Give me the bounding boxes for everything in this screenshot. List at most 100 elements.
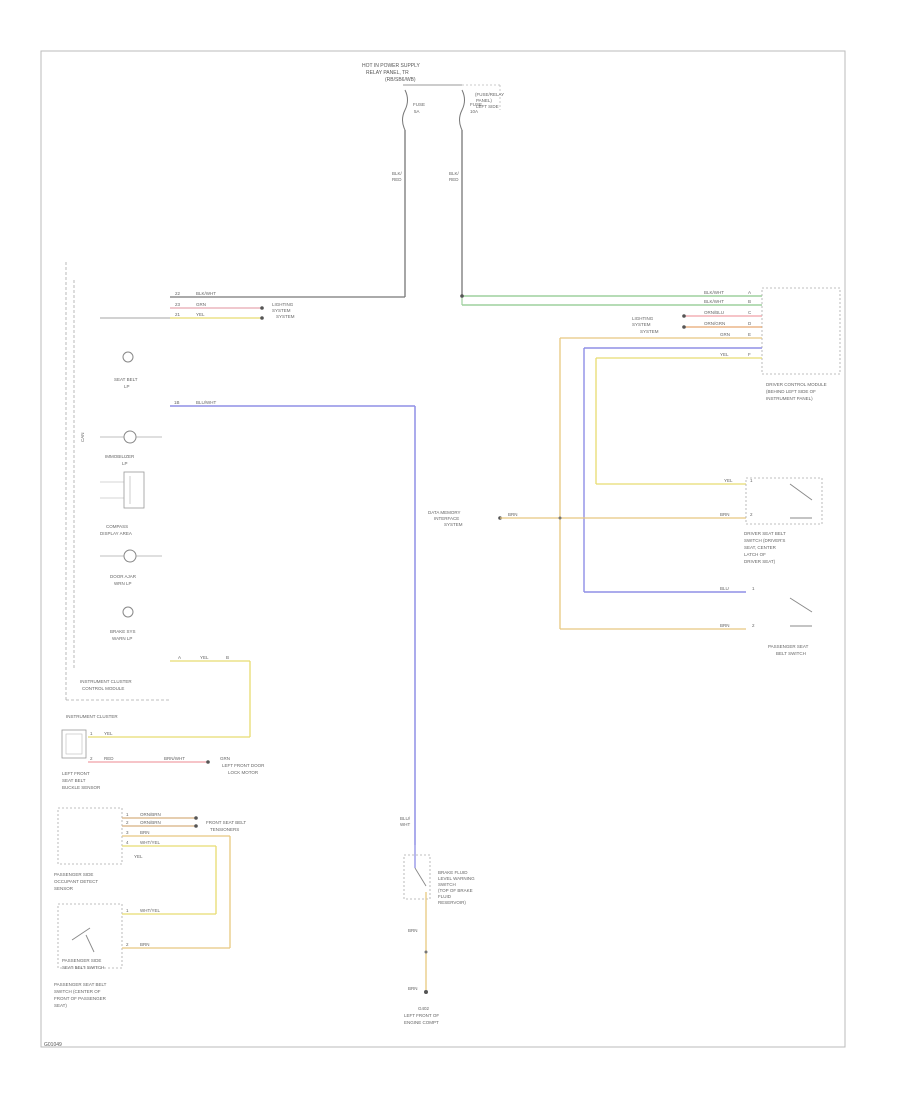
sensor-1-dest-3: LOCK MOTOR [228, 770, 259, 775]
conn-row2-color: GRN [196, 302, 206, 307]
can-tag: CAN [80, 432, 85, 442]
rm-splice [460, 294, 464, 298]
sensor-1-label-2: SEAT BELT [62, 778, 86, 783]
fuse-b-line5: LEFT SIDE [476, 104, 499, 109]
door-ajar-label-2: WRN LP [114, 581, 132, 586]
sensor-2-label-2: OCCUPANT DETECT [54, 879, 98, 884]
sensor-2-color1: ORN/BRN [140, 812, 161, 817]
indicator-door-ajar: DOOR AJAR WRN LP [100, 549, 162, 586]
indicator-display: COMPASS DISPLAY AREA [100, 471, 145, 536]
fuse-a-line2: 5A [414, 109, 420, 114]
module-label-1: INSTRUMENT CLUSTER [80, 679, 132, 684]
conn-row2-pin: 23 [175, 302, 181, 307]
ssw-blade [789, 483, 813, 501]
lighting-ref-3: SYSTEM [276, 314, 295, 319]
seat-belt-switch: YEL 1 BRN 2 DRIVER SEAT BELT SWITCH (DRI… [596, 477, 823, 564]
brake-fluid-switch: BLU/ WHT BRAKE FLUID LEVEL WARNING SWITC… [400, 816, 475, 1025]
sensor-1-dest-1: GRN [220, 756, 230, 761]
rm-ref-1: LIGHTING [632, 316, 654, 321]
wire-a-color1: BLK/ [392, 171, 403, 176]
conn-row1-pin: 22 [175, 291, 181, 296]
conn-row3-color: YEL [196, 312, 205, 317]
sensor-1-color2: RED [104, 756, 114, 761]
fuse-b-line4: PANEL) [476, 98, 492, 103]
sensor-1-pin2: 2 [90, 756, 93, 761]
sensor-2-ref-1: FRONT SEAT BELT [206, 820, 246, 825]
sensor-2-pin2: 2 [126, 820, 129, 825]
switch-3-pin1: 1 [126, 908, 129, 913]
bc-label-3: SWITCH [438, 882, 456, 887]
rm-row6-pin: F [748, 352, 751, 357]
fuse-a-symbol [402, 89, 408, 131]
rm-row1-pin: A [748, 290, 751, 295]
right-module-box [761, 287, 841, 375]
brake-label-2: WARN LP [112, 636, 132, 641]
rm-label-3: INSTRUMENT PANEL) [766, 396, 813, 401]
bc-label-5: FLUID [438, 894, 452, 899]
sensor-1-box [61, 729, 87, 759]
sensor-2-box [57, 807, 123, 865]
ground-label-1: G402 [418, 1006, 430, 1011]
rm-ref-2: SYSTEM [632, 322, 651, 327]
immobilizer-label-2: LP [122, 461, 128, 466]
switch-3-box [57, 903, 123, 969]
immobilizer-label-1: IMMOBILIZER [105, 454, 135, 459]
ground-label-2: LEFT FRONT OF [404, 1013, 439, 1018]
sensor-1-pin1: 1 [90, 731, 93, 736]
rm-row5-pin: E [748, 332, 751, 337]
fuse-a-line1: FUSE [413, 102, 425, 107]
sensor-1: 1 YEL 2 RED BRN/WHT GRN LEFT FRONT DOOR … [61, 729, 265, 790]
power-supply-line1: HOT IN POWER SUPPLY [362, 63, 421, 69]
switch-3-label2-3: FRONT OF PASSENGER [54, 996, 107, 1001]
sensor-2-color3: BRN [140, 830, 150, 835]
wire-b-color2: RED [449, 177, 459, 182]
wire-b-color1: BLK/ [449, 171, 460, 176]
display-label-2: DISPLAY AREA [100, 531, 132, 536]
power-supply-line3: (RB/SB6/WB) [385, 77, 416, 83]
sensor-2-dot-1 [194, 816, 198, 820]
fuse-b-line2: 10A [470, 109, 478, 114]
sensor-1-ref: BRN/WHT [164, 756, 185, 761]
sensor-1-dot [206, 760, 210, 764]
switch-3-pin2: 2 [126, 942, 129, 947]
data-link-2: INTERFACE [434, 516, 459, 521]
sensor-2-color2: ORN/BRN [140, 820, 161, 825]
indicator-brake: BRAKE SYS WARN LP [110, 606, 136, 641]
diagram-border [40, 50, 846, 1048]
rm-row6-color: YEL [720, 352, 729, 357]
switch-3-color1: WHT/YEL [140, 908, 160, 913]
immobilizer-lamp-icon [123, 430, 137, 444]
sensor-2-ref-2: TENSIONERS [210, 827, 239, 832]
data-link: DATA MEMORY INTERFACE SYSTEM BRN [428, 510, 746, 527]
ssw-label-1: DRIVER SEAT BELT [744, 531, 786, 536]
sensor-2-color4: WHT/YEL [140, 840, 160, 845]
rm-row4-color: ORN/GRN [704, 321, 725, 326]
ssw-row1-pin: 1 [750, 478, 753, 483]
psw-row2-pin: 2 [752, 623, 755, 628]
fuse-b-symbol [459, 89, 465, 131]
yel-jumper-pin-a: A [178, 655, 181, 660]
rm-dot-2 [682, 325, 686, 329]
switch-3-color2: BRN [140, 942, 150, 947]
yel-jumper-color: YEL [200, 655, 209, 660]
rm-row2-pin: B [748, 299, 751, 304]
door-ajar-label-1: DOOR AJAR [110, 574, 137, 579]
bc-wire2: BRN [408, 928, 418, 933]
rm-label-1: DRIVER CONTROL MODULE [766, 382, 827, 387]
module-label-2: CONTROL MODULE [82, 686, 124, 691]
seat-belt-label-2: LP [124, 384, 130, 389]
bc-splice [424, 950, 428, 954]
indicator-seat-belt: SEAT BELT LP [114, 351, 138, 389]
psw-blade [789, 597, 813, 613]
ssw-label-2: SWITCH (DRIVER'S [744, 538, 785, 543]
blue-wire-run: 1B BLU/WHT [170, 400, 416, 845]
yellow-jumper: A YEL B [88, 655, 251, 738]
sensor-2-pin3: 3 [126, 830, 129, 835]
rm-row1-color: BLK/WHT [704, 290, 724, 295]
brake-lamp-icon [122, 606, 134, 618]
bc-label-2: LEVEL WARNING [438, 876, 475, 881]
bc-wire-2: WHT [400, 822, 410, 827]
ssw-row2-pin: 2 [750, 512, 753, 517]
yel-jumper-pin-b: B [226, 655, 229, 660]
fuse-b-line3: (FUSE/RELAY [475, 92, 504, 97]
